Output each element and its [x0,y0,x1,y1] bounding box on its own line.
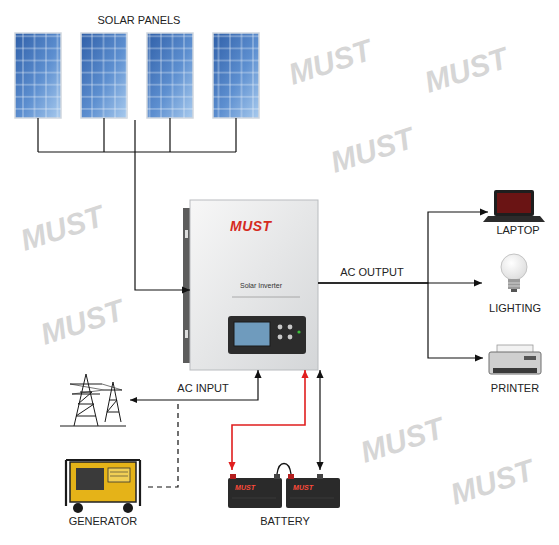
node-label: SOLAR PANELS [98,14,181,27]
wire [318,283,483,358]
generator-icon [66,460,140,513]
watermark: MUST [420,41,511,99]
solar-inverter: MUST Solar Inverter [190,200,318,370]
node-label: LAPTOP [496,224,539,237]
power-grid-pylons [60,374,126,426]
wire [319,370,320,470]
node-sublabel: Solar Inverter [240,282,282,290]
panel-wiring [38,118,236,152]
ac-output-connector [318,283,483,358]
node-label: MUST [230,218,272,234]
watermark: MUST [36,293,127,351]
connector-label: AC INPUT [175,382,230,394]
battery-logo: MUST [293,484,313,492]
node-label: PRINTER [491,382,539,395]
watermark: MUST [16,199,107,257]
generator-source: GENERATOR [58,452,148,528]
watermark: MUST [284,33,375,91]
laptop-load: LAPTOP [488,185,548,237]
lighting-load: LIGHTING [482,255,548,315]
wire [318,212,488,283]
watermark: MUST [356,411,447,469]
grid-wire [130,399,178,400]
battery-bank-node: BATTERY [225,470,345,528]
printer-load: PRINTER [483,343,547,395]
printer-icon [489,345,541,374]
battery-positive-connector [232,370,305,470]
connector-label: AC OUTPUT [338,266,406,278]
node-label: LIGHTING [489,302,541,315]
ac-output-connector [318,212,488,283]
wire [232,370,305,470]
watermark: MUST [326,121,417,179]
node-label: BATTERY [260,515,310,528]
battery-logo: MUST [235,484,255,492]
dc-pv-connector [135,120,190,290]
node-label: GENERATOR [69,515,138,528]
watermark: MUST [446,453,537,511]
inverter-housing [183,200,318,370]
battery-negative-connector [320,370,321,470]
wire [135,120,190,290]
solar-panel-group: SOLAR PANELS [10,12,268,120]
light-bulb-icon [501,254,527,292]
laptop-icon [483,190,545,222]
solar-panel-array [15,33,259,118]
ac-input-connector [148,370,258,487]
dashed-wire [148,400,178,487]
battery-bank [228,464,340,509]
